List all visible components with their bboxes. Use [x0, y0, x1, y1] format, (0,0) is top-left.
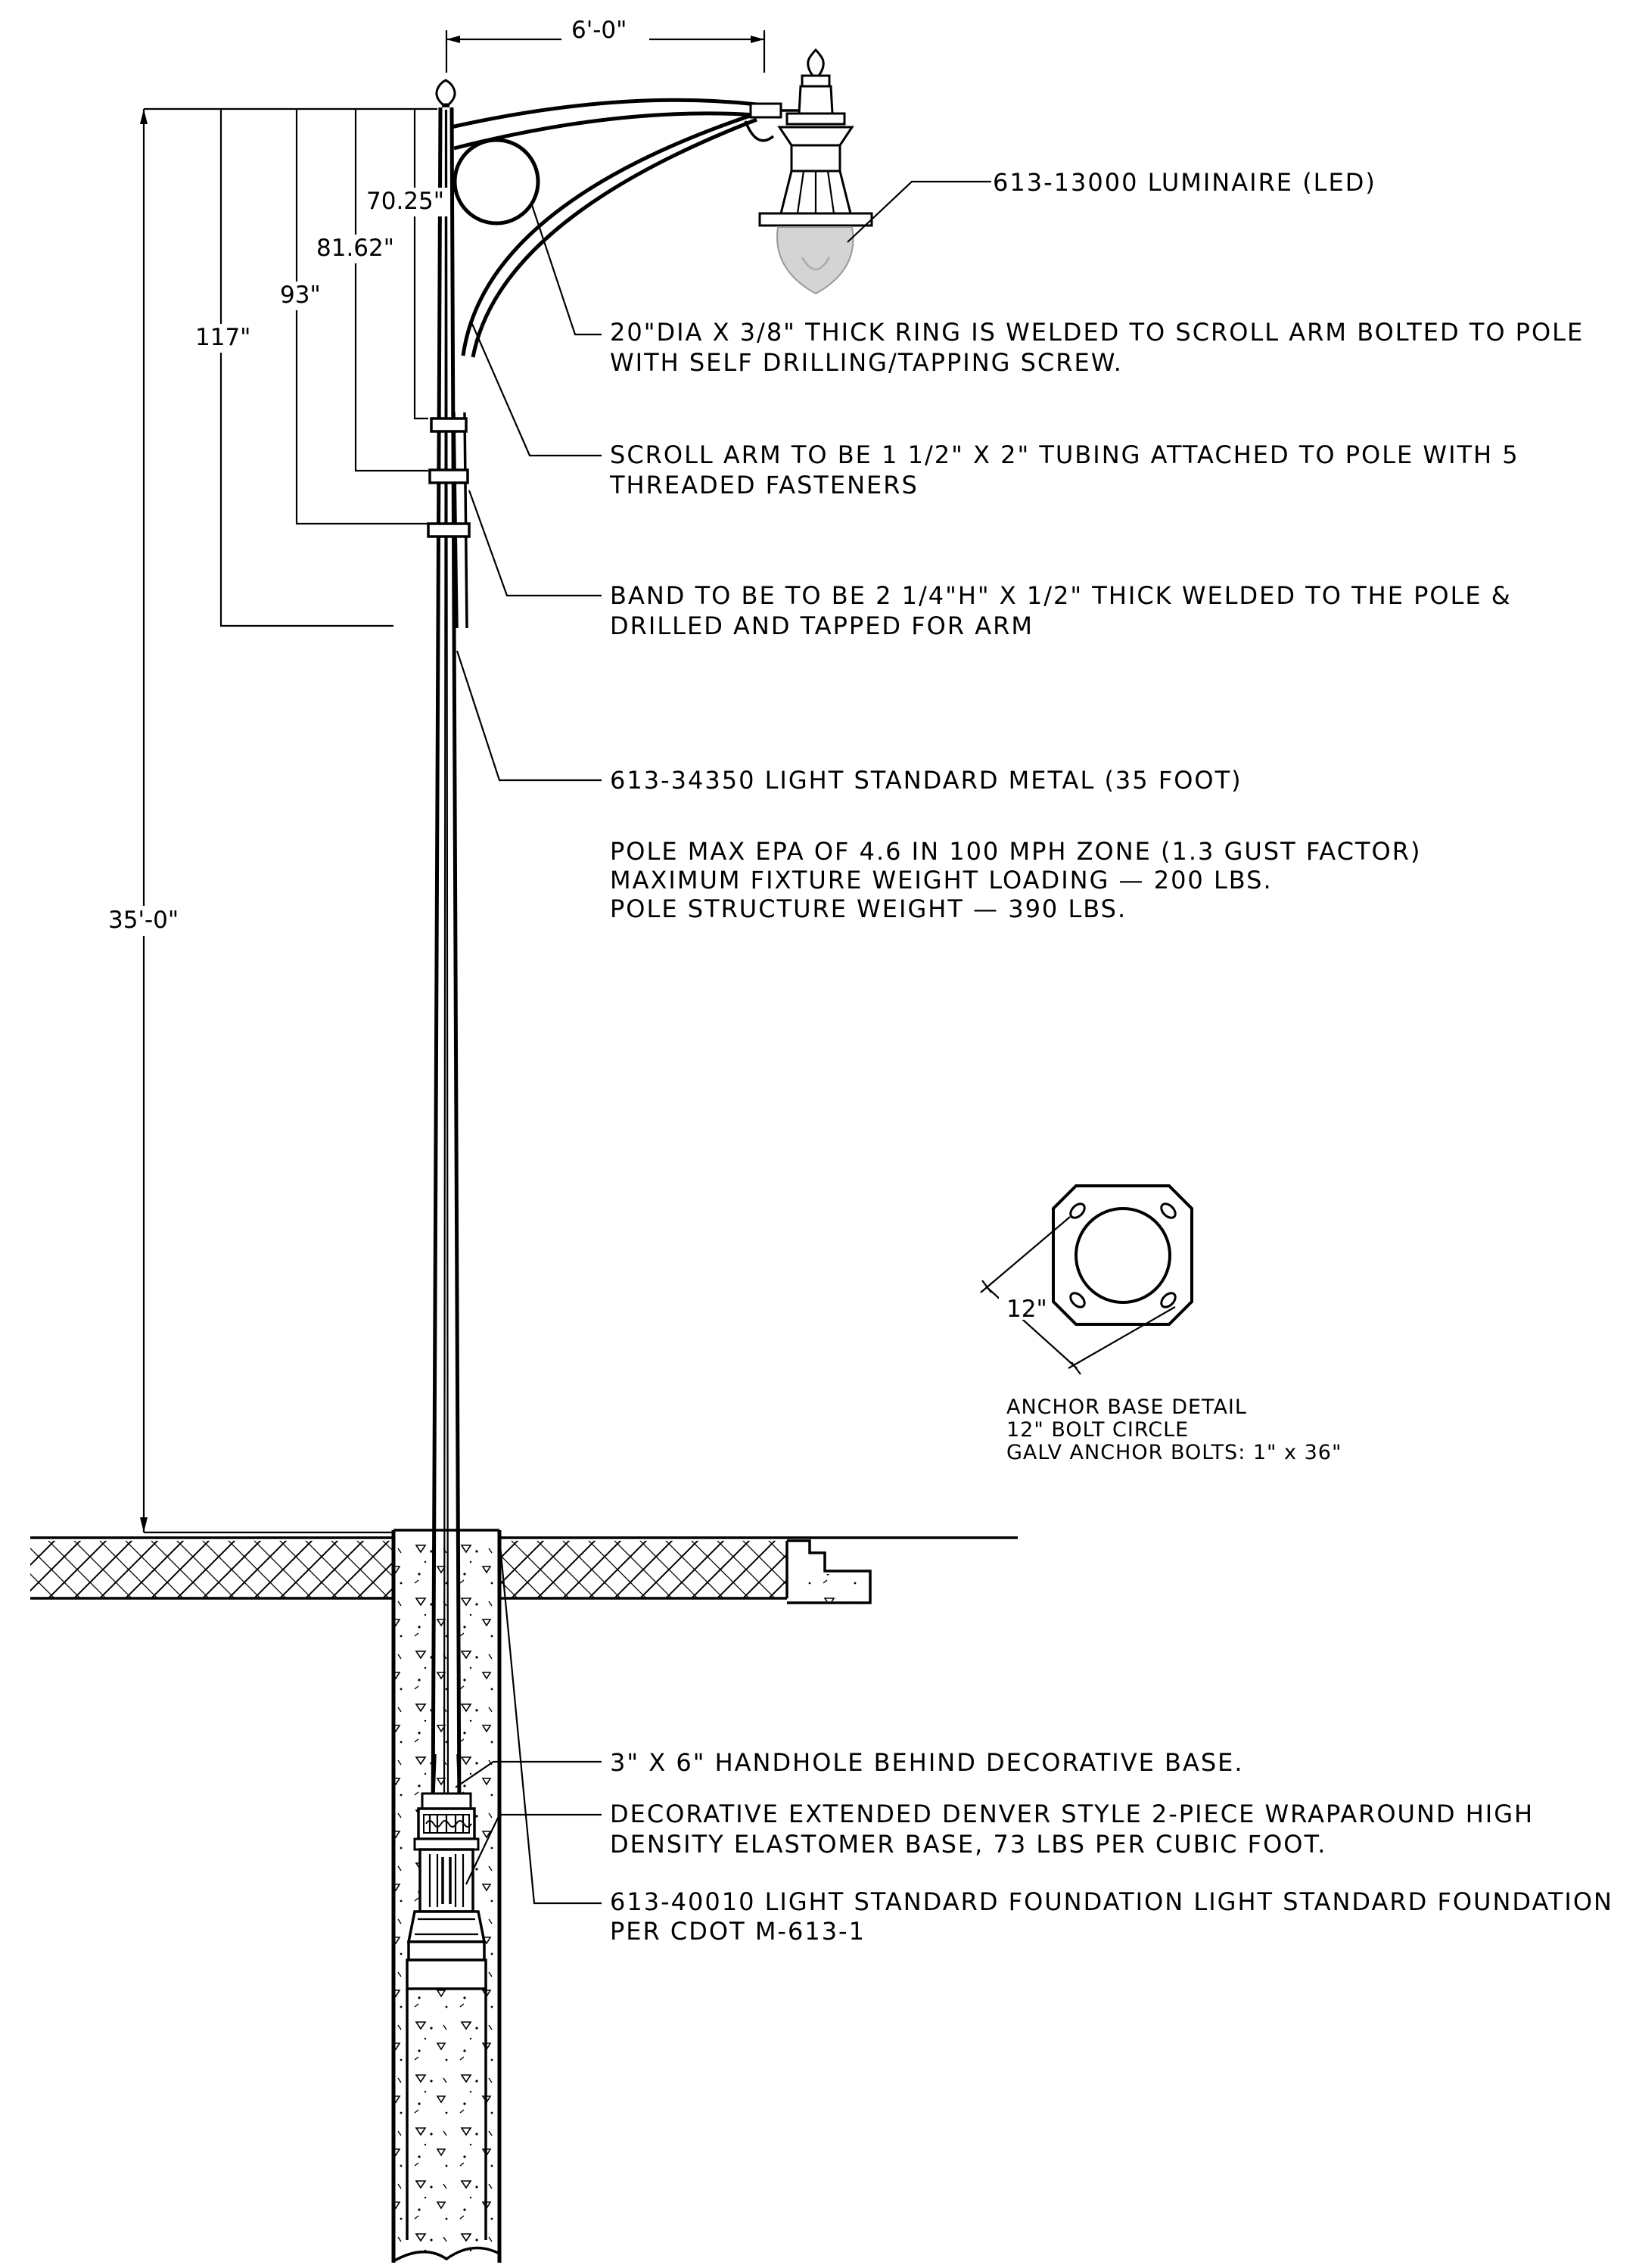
- callout-leaders: [455, 180, 991, 1905]
- foundation-callout-line2: PER CDOT M-613-1: [610, 1917, 866, 1946]
- anchor-detail-anchor-bolts: GALV ANCHOR BOLTS: 1" x 36": [1006, 1441, 1342, 1464]
- callout-notes: 613-13000 LUMINAIRE (LED) 20"DIA X 3/8" …: [609, 168, 1613, 1946]
- pole-height-dimension: 35'-0": [108, 907, 179, 934]
- arm-reach-dimension: 6'-0": [571, 17, 627, 44]
- decorative-ring: [453, 138, 540, 226]
- decorative-base-callout-line2: DENSITY ELASTOMER BASE, 73 LBS PER CUBIC…: [610, 1830, 1326, 1859]
- pole-bands: [427, 417, 471, 538]
- luminaire-callout: 613-13000 LUMINAIRE (LED): [993, 168, 1376, 197]
- pole-spec-epa: POLE MAX EPA OF 4.6 IN 100 MPH ZONE (1.3…: [610, 837, 1421, 866]
- light-standard-callout: 613-34350 LIGHT STANDARD METAL (35 FOOT): [610, 766, 1242, 795]
- scroll-arm-callout-line1: SCROLL ARM TO BE 1 1/2" X 2" TUBING ATTA…: [610, 440, 1519, 469]
- band-2: [428, 468, 469, 484]
- luminaire: [758, 48, 873, 295]
- pole-spec-structure-weight: POLE STRUCTURE WEIGHT — 390 LBS.: [610, 894, 1127, 923]
- anchor-base-detail: 12" ANCHOR BASE DETAIL 12" BOLT CIRCLE G…: [980, 1184, 1342, 1464]
- ground-section: [30, 1536, 1018, 1604]
- luminaire-globe: [776, 226, 854, 295]
- foundation-callout-line1: 613-40010 LIGHT STANDARD FOUNDATION LIGH…: [610, 1887, 1613, 1916]
- bolt-circle-dimension: 12": [1006, 1296, 1047, 1323]
- anchor-detail-bolt-circle: 12" BOLT CIRCLE: [1006, 1418, 1189, 1442]
- anchor-detail-title: ANCHOR BASE DETAIL: [1006, 1395, 1247, 1419]
- dimension-lines: [140, 30, 766, 1534]
- scroll-arm-callout-line2: THREADED FASTENERS: [609, 471, 919, 499]
- handhole-callout: 3" X 6" HANDHOLE BEHIND DECORATIVE BASE.: [610, 1748, 1244, 1777]
- foundation-pier: [391, 1529, 502, 2263]
- arm-base-height-dimension: 117": [195, 324, 250, 351]
- band-callout-line1: BAND TO BE TO BE 2 1/4"H" X 1/2" THICK W…: [610, 581, 1512, 610]
- decorative-base-callout-line1: DECORATIVE EXTENDED DENVER STYLE 2-PIECE…: [610, 1800, 1534, 1828]
- band2-height-dimension: 93": [280, 282, 321, 309]
- decorative-base: [406, 1753, 487, 2240]
- ring-callout-line1: 20"DIA X 3/8" THICK RING IS WELDED TO SC…: [610, 318, 1584, 347]
- pole: [431, 79, 468, 1817]
- ring-callout-line2: WITH SELF DRILLING/TAPPING SCREW.: [610, 348, 1123, 377]
- pole-spec-fixture-weight: MAXIMUM FIXTURE WEIGHT LOADING — 200 LBS…: [610, 866, 1273, 894]
- ring-height-dimension: 70.25": [366, 188, 444, 215]
- band-1: [430, 417, 468, 433]
- band-callout-line2: DRILLED AND TAPPED FOR ARM: [610, 611, 1034, 640]
- dimension-labels: 6'-0" 70.25" 81.62" 93" 117" 35'-0": [106, 17, 649, 936]
- band-3: [427, 522, 471, 538]
- band1-height-dimension: 81.62": [316, 235, 394, 262]
